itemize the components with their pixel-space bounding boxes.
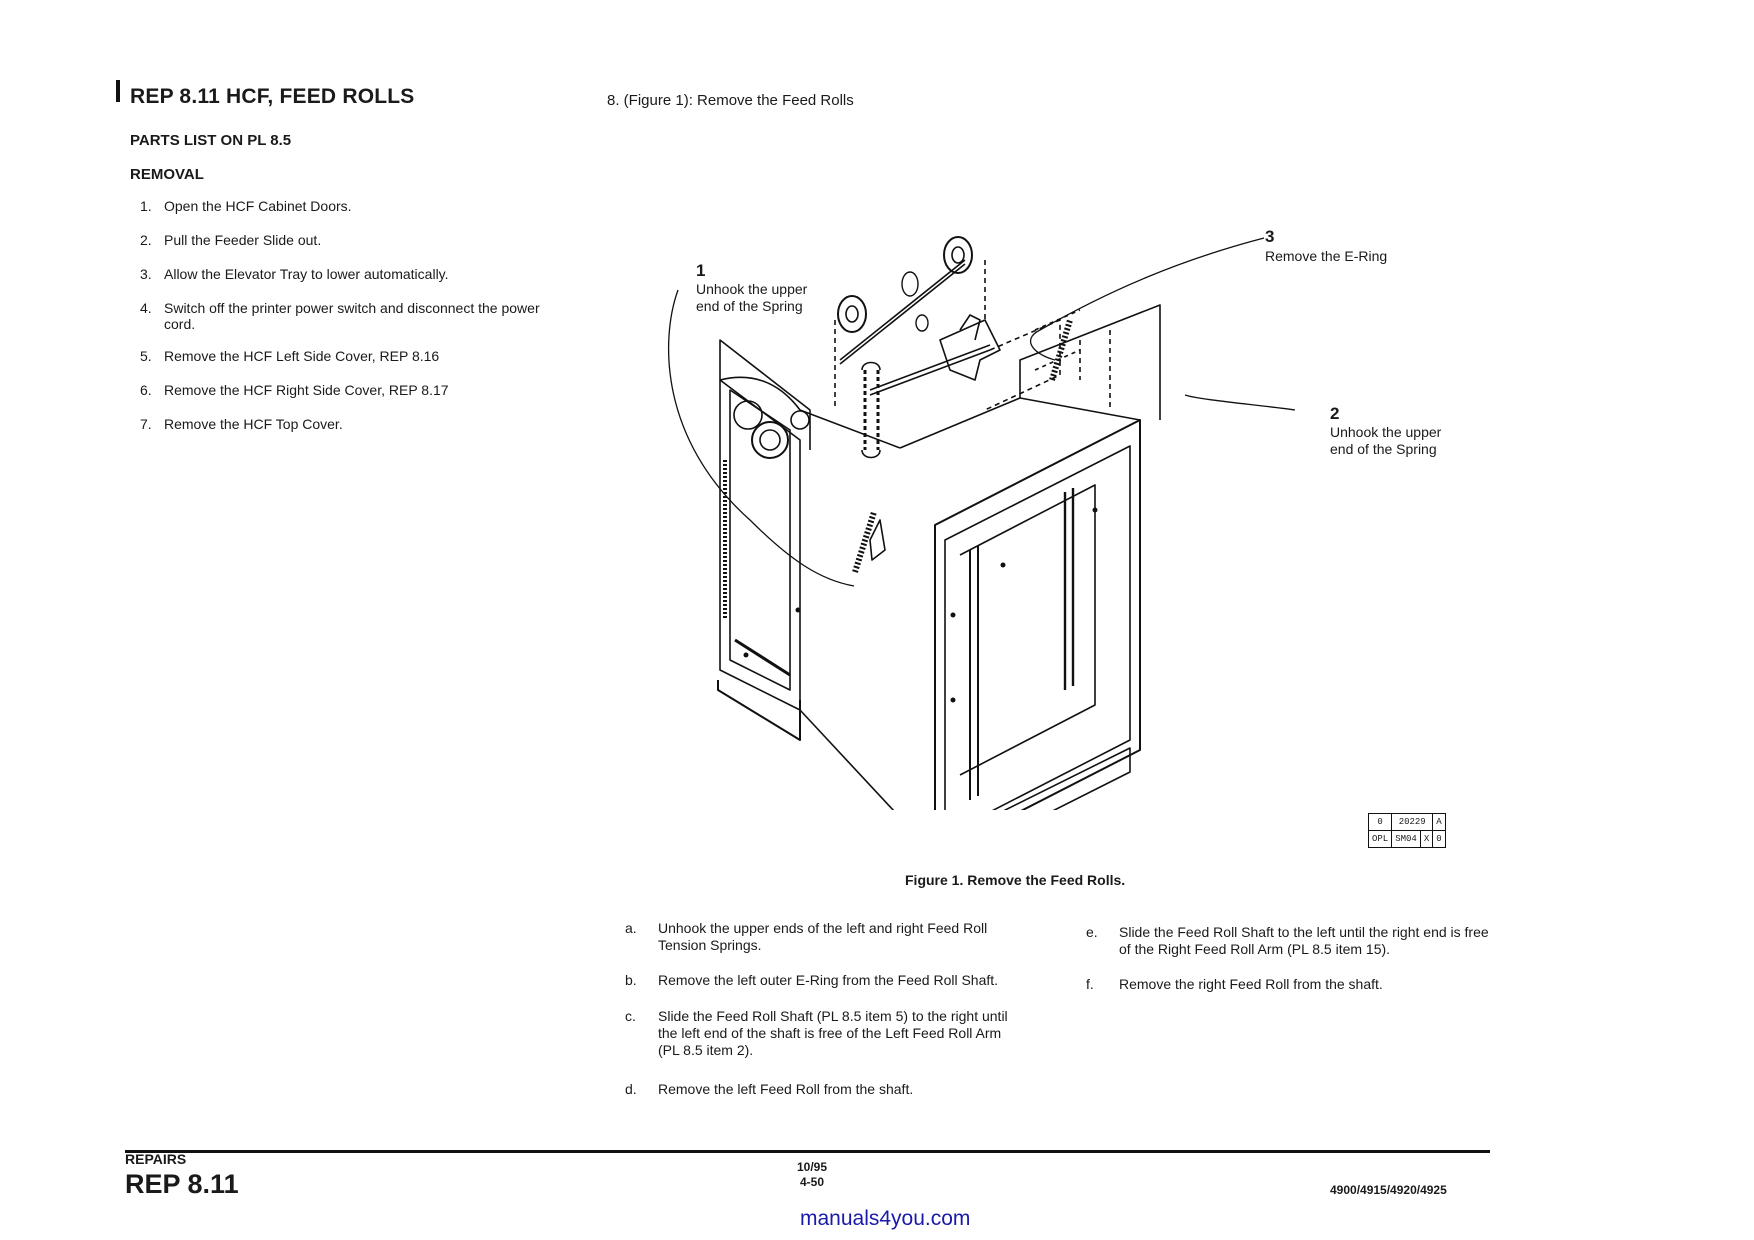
footer-page-number: 4-50 <box>799 1175 825 1189</box>
step-item: 6.Remove the HCF Right Side Cover, REP 8… <box>140 382 449 398</box>
step-8-heading: 8. (Figure 1): Remove the Feed Rolls <box>607 92 854 109</box>
callout-3-number: 3 <box>1265 227 1275 246</box>
callout-3-line1: Remove the E-Ring <box>1265 248 1388 264</box>
figure-id-cell: 20229 <box>1391 813 1434 831</box>
footer-rep-number: REP 8.11 <box>125 1169 239 1199</box>
figure-id-cell: X <box>1419 830 1434 848</box>
step-item: 4.Switch off the printer power switch an… <box>140 300 540 332</box>
callout-1-line1: Unhook the upper <box>696 281 808 297</box>
step-item: 3.Allow the Elevator Tray to lower autom… <box>140 266 449 282</box>
removal-heading: REMOVAL <box>130 166 204 183</box>
step-item: 1.Open the HCF Cabinet Doors. <box>140 198 352 214</box>
step-item: 5.Remove the HCF Left Side Cover, REP 8.… <box>140 348 440 364</box>
figure-id-cell: 0 <box>1367 813 1393 831</box>
figure-caption: Figure 1. Remove the Feed Rolls. <box>905 872 1126 888</box>
change-bar <box>116 80 120 102</box>
footer-section: REPAIRS <box>125 1151 187 1167</box>
feed-rolls-illustration <box>667 236 1296 810</box>
footer-rule <box>125 1150 1490 1153</box>
figure-id-box: 0 20229 A OPL SM04 X 0 <box>1367 813 1446 848</box>
figure-id-cell: 0 <box>1432 830 1446 848</box>
callout-2-number: 2 <box>1330 404 1340 423</box>
watermark: manuals4you.com <box>800 1207 971 1230</box>
step-item: 7.Remove the HCF Top Cover. <box>140 416 343 432</box>
figure-id-cell: OPL <box>1367 830 1393 848</box>
footer-date: 10/95 <box>796 1160 828 1174</box>
figure-id-cell: SM04 <box>1391 830 1421 848</box>
callout-2-line1: Unhook the upper <box>1330 424 1442 440</box>
removal-steps: 1.Open the HCF Cabinet Doors. 2.Pull the… <box>130 198 570 450</box>
callout-1-line2: end of the Spring <box>696 298 803 314</box>
parts-list-heading: PARTS LIST ON PL 8.5 <box>130 132 292 149</box>
step-item: 2.Pull the Feeder Slide out. <box>140 232 322 248</box>
footer-models: 4900/4915/4920/4925 <box>1330 1183 1447 1197</box>
callout-2-line2: end of the Spring <box>1330 441 1437 457</box>
callout-1-number: 1 <box>696 261 706 280</box>
page-title: REP 8.11 HCF, FEED ROLLS <box>130 85 415 108</box>
footer-date-page: 10/95 4-50 <box>782 1160 842 1190</box>
figure-id-cell: A <box>1432 813 1446 831</box>
